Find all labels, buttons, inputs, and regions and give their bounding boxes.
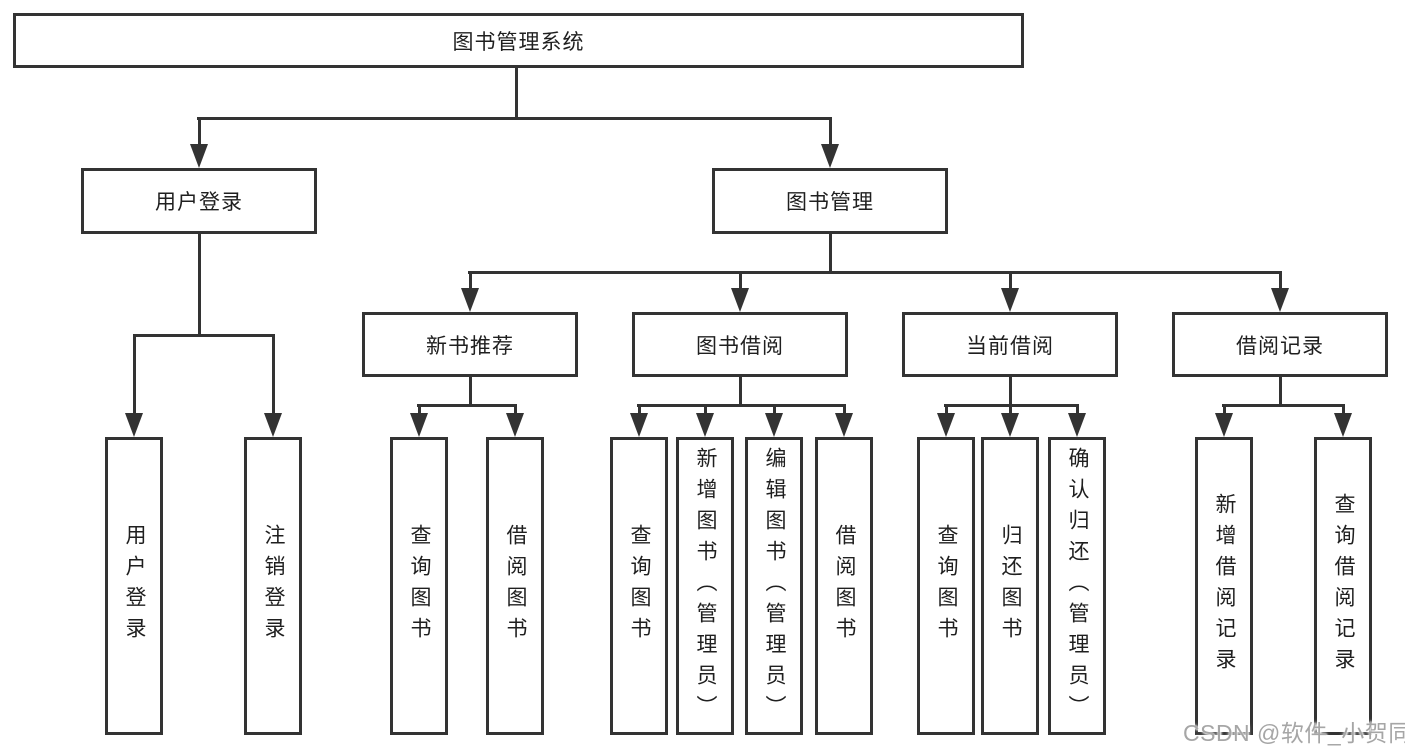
leaf-borrow-query-book-label: 查询图书 — [628, 524, 651, 648]
leaf-current-return-book-label: 归还图书 — [999, 524, 1022, 648]
arrow-down-icon — [410, 413, 428, 437]
connector-line — [945, 404, 948, 416]
arrow-down-icon — [765, 413, 783, 437]
connector-line — [1279, 375, 1282, 406]
arrow-down-icon — [1334, 413, 1352, 437]
leaf-borrow-add-book-admin-label: 新增图书（管理员） — [694, 446, 717, 726]
leaf-current-query-book-label: 查询图书 — [935, 524, 958, 648]
connector-line — [829, 232, 832, 274]
leaf-current-query-book: 查询图书 — [917, 437, 975, 735]
connector-line — [133, 334, 274, 337]
connector-line — [843, 404, 846, 416]
node-borrow-records-label: 借阅记录 — [1236, 334, 1324, 358]
connector-line — [515, 66, 518, 120]
connector-line — [637, 404, 846, 407]
connector-line — [638, 404, 641, 416]
arrow-down-icon — [190, 144, 208, 168]
node-root: 图书管理系统 — [13, 13, 1024, 68]
leaf-current-confirm-return-admin-label: 确认归还（管理员） — [1066, 446, 1089, 726]
arrow-down-icon — [937, 413, 955, 437]
connector-line — [1223, 404, 1226, 416]
arrow-down-icon — [125, 413, 143, 437]
connector-line — [469, 375, 472, 406]
arrow-down-icon — [1215, 413, 1233, 437]
connector-line — [198, 117, 201, 147]
leaf-records-add-record: 新增借阅记录 — [1195, 437, 1253, 735]
arrow-down-icon — [1271, 288, 1289, 312]
arrow-down-icon — [821, 144, 839, 168]
watermark-text: CSDN @软件_小贺同学 — [1183, 720, 1405, 746]
node-root-label: 图书管理系统 — [452, 30, 585, 54]
leaf-logout-label: 注销登录 — [262, 524, 285, 648]
leaf-recommend-query-book-label: 查询图书 — [408, 524, 431, 648]
arrow-down-icon — [731, 288, 749, 312]
connector-line — [1009, 271, 1012, 291]
connector-line — [1279, 271, 1282, 291]
leaf-records-query-record: 查询借阅记录 — [1314, 437, 1372, 735]
leaf-records-add-record-label: 新增借阅记录 — [1213, 493, 1236, 679]
connector-line — [1342, 404, 1345, 416]
arrow-down-icon — [1068, 413, 1086, 437]
connector-line — [739, 375, 742, 406]
node-book-borrow-label: 图书借阅 — [696, 334, 784, 358]
connector-line — [272, 334, 275, 416]
connector-line — [704, 404, 707, 416]
connector-line — [418, 404, 421, 416]
node-book-borrow: 图书借阅 — [632, 312, 848, 377]
leaf-records-query-record-label: 查询借阅记录 — [1332, 493, 1355, 679]
leaf-logout: 注销登录 — [244, 437, 302, 735]
connector-line — [514, 404, 517, 416]
connector-line — [829, 117, 832, 147]
leaf-borrow-borrow-book: 借阅图书 — [815, 437, 873, 735]
connector-line — [739, 271, 742, 291]
connector-line — [1076, 404, 1079, 416]
leaf-borrow-add-book-admin: 新增图书（管理员） — [676, 437, 734, 735]
connector-line — [417, 404, 517, 407]
node-new-book-recommend-label: 新书推荐 — [426, 334, 514, 358]
node-book-management-label: 图书管理 — [786, 191, 874, 214]
node-borrow-records: 借阅记录 — [1172, 312, 1388, 377]
arrow-down-icon — [506, 413, 524, 437]
connector-line — [133, 334, 136, 416]
arrow-down-icon — [835, 413, 853, 437]
connector-line — [469, 271, 472, 291]
node-user-login-label: 用户登录 — [155, 191, 243, 214]
leaf-recommend-borrow-book-label: 借阅图书 — [504, 524, 527, 648]
arrow-down-icon — [696, 413, 714, 437]
leaf-borrow-borrow-book-label: 借阅图书 — [833, 524, 856, 648]
node-book-management: 图书管理 — [712, 168, 948, 234]
connector-line — [1009, 404, 1012, 416]
connector-line — [773, 404, 776, 416]
leaf-user-login-label: 用户登录 — [123, 524, 146, 648]
leaf-borrow-query-book: 查询图书 — [610, 437, 668, 735]
connector-line — [198, 232, 201, 336]
leaf-recommend-borrow-book: 借阅图书 — [486, 437, 544, 735]
arrow-down-icon — [461, 288, 479, 312]
connector-line — [1009, 375, 1012, 406]
connector-line — [468, 271, 1282, 274]
node-new-book-recommend: 新书推荐 — [362, 312, 578, 377]
leaf-borrow-edit-book-admin: 编辑图书（管理员） — [745, 437, 803, 735]
leaf-current-return-book: 归还图书 — [981, 437, 1039, 735]
node-current-borrow-label: 当前借阅 — [966, 334, 1054, 358]
arrow-down-icon — [1001, 288, 1019, 312]
leaf-borrow-edit-book-admin-label: 编辑图书（管理员） — [763, 446, 786, 726]
leaf-current-confirm-return-admin: 确认归还（管理员） — [1048, 437, 1106, 735]
leaf-user-login: 用户登录 — [105, 437, 163, 735]
node-current-borrow: 当前借阅 — [902, 312, 1118, 377]
node-user-login: 用户登录 — [81, 168, 317, 234]
arrow-down-icon — [630, 413, 648, 437]
leaf-recommend-query-book: 查询图书 — [390, 437, 448, 735]
arrow-down-icon — [1001, 413, 1019, 437]
connector-line — [1222, 404, 1345, 407]
connector-line — [197, 117, 832, 120]
arrow-down-icon — [264, 413, 282, 437]
